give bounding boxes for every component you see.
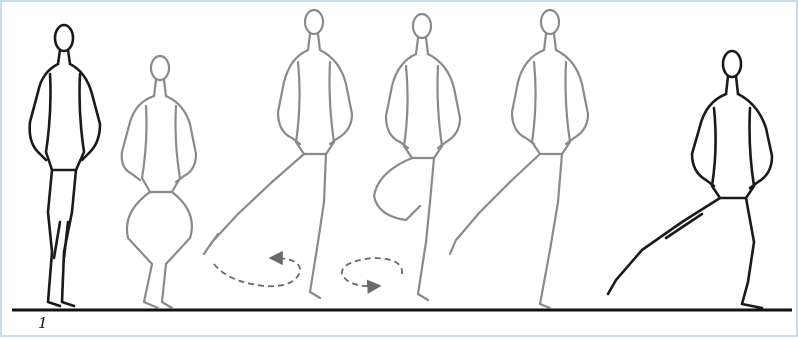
figure-standing (30, 25, 100, 306)
circle-arrow-right (214, 258, 300, 286)
figure-lunge (608, 51, 772, 308)
figure-rond-de-jambe (204, 10, 352, 298)
circle-arrow-left (342, 258, 402, 286)
figure-developpe (450, 10, 588, 308)
figure-retire (374, 14, 460, 300)
figure-demi-plie (122, 56, 196, 308)
figure-number-label: 1 (38, 314, 48, 332)
